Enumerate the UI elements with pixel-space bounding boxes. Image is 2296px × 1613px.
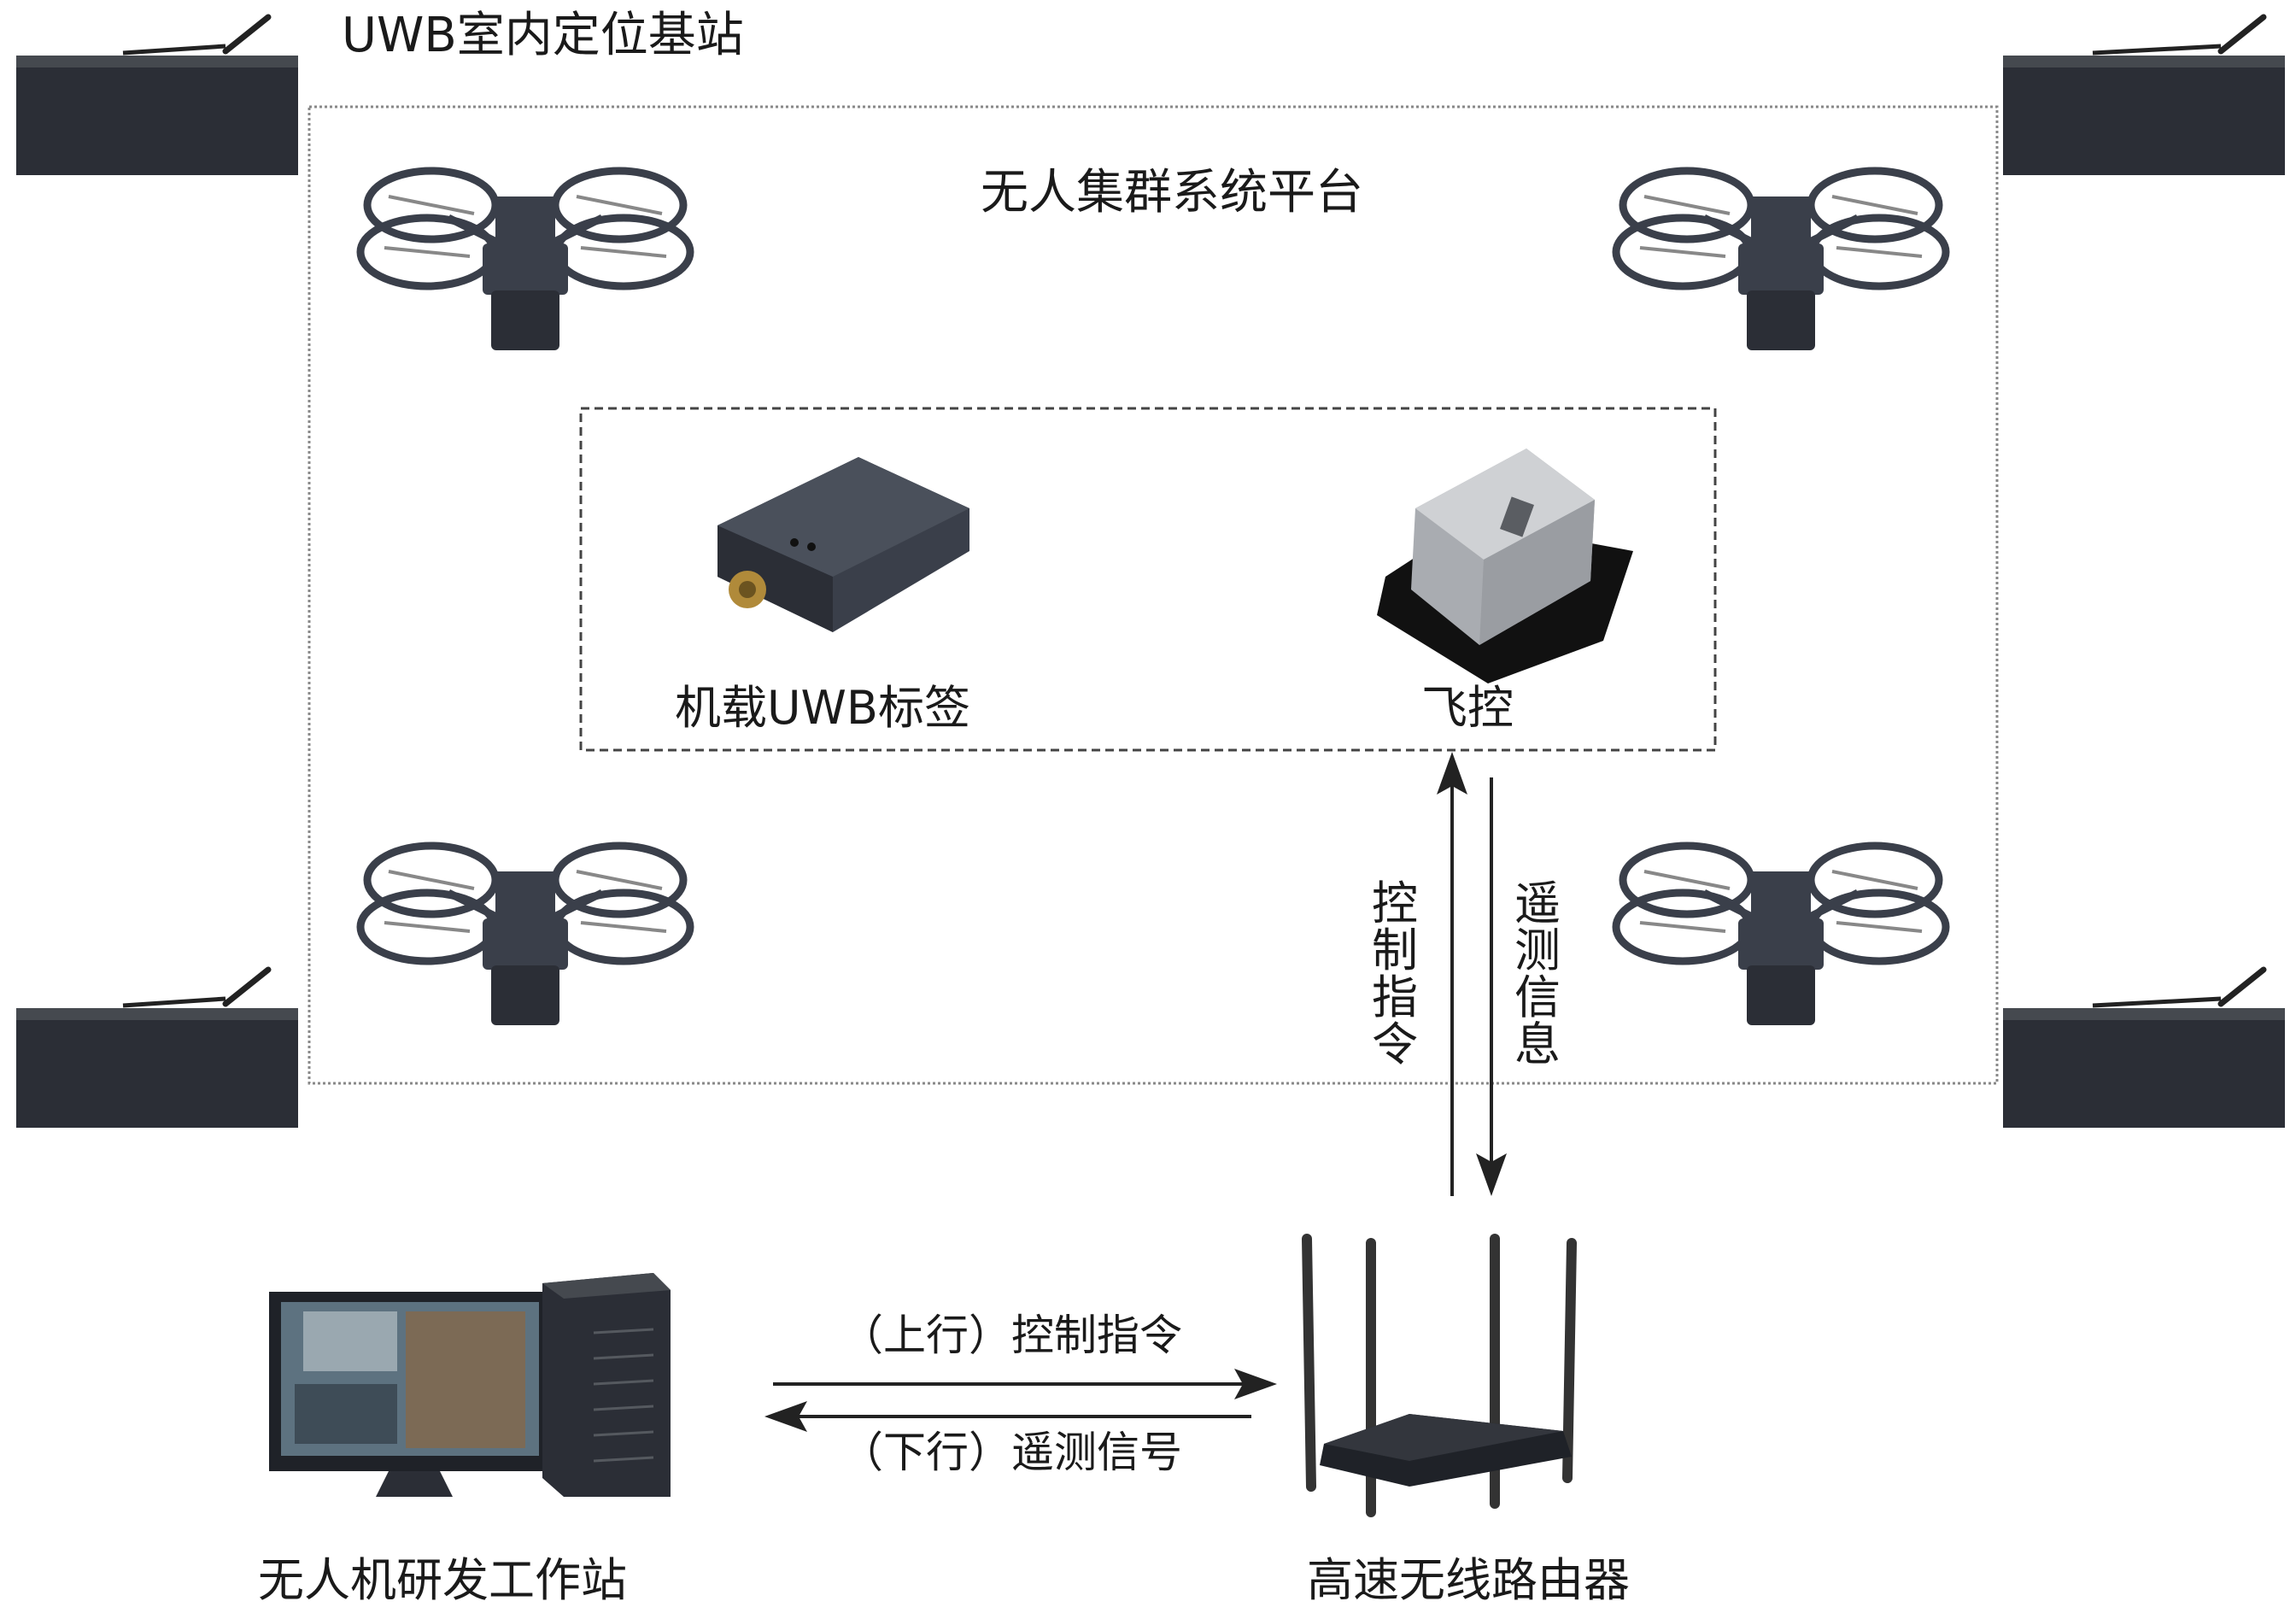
horizontal-arrows <box>764 1369 1277 1432</box>
base-station-icon <box>16 966 298 1128</box>
telemetry-info-label: 遥测信息 <box>1514 877 1561 1072</box>
flight-controller-label: 飞控 <box>1421 681 1514 735</box>
router-icon <box>1302 1234 1577 1517</box>
uwb-tag-label: 机载UWB标签 <box>675 681 970 735</box>
drone-icon <box>1612 842 1950 1025</box>
base-station-label: UWB室内定位基站 <box>342 8 744 63</box>
payload-box <box>579 407 1717 752</box>
base-station-icon <box>16 14 298 175</box>
base-station-icon <box>2003 14 2285 175</box>
platform-title: 无人集群系统平台 <box>981 165 1363 220</box>
base-station-icon <box>2003 966 2285 1128</box>
flight-controller-icon <box>1377 449 1633 683</box>
drone-icon <box>356 842 694 1025</box>
router-label: 高速无线路由器 <box>1307 1553 1630 1607</box>
uplink-label: （上行）控制指令 <box>840 1311 1182 1360</box>
control-cmd-label: 控制指令 <box>1372 877 1418 1072</box>
vertical-arrows <box>1437 752 1507 1196</box>
workstation-label: 无人机研发工作站 <box>258 1553 627 1607</box>
workstation-icon <box>269 1273 671 1497</box>
drone-icon <box>356 167 694 350</box>
uwb-tag-icon <box>718 457 969 632</box>
downlink-label: （下行）遥测信号 <box>840 1428 1182 1477</box>
drone-icon <box>1612 167 1950 350</box>
